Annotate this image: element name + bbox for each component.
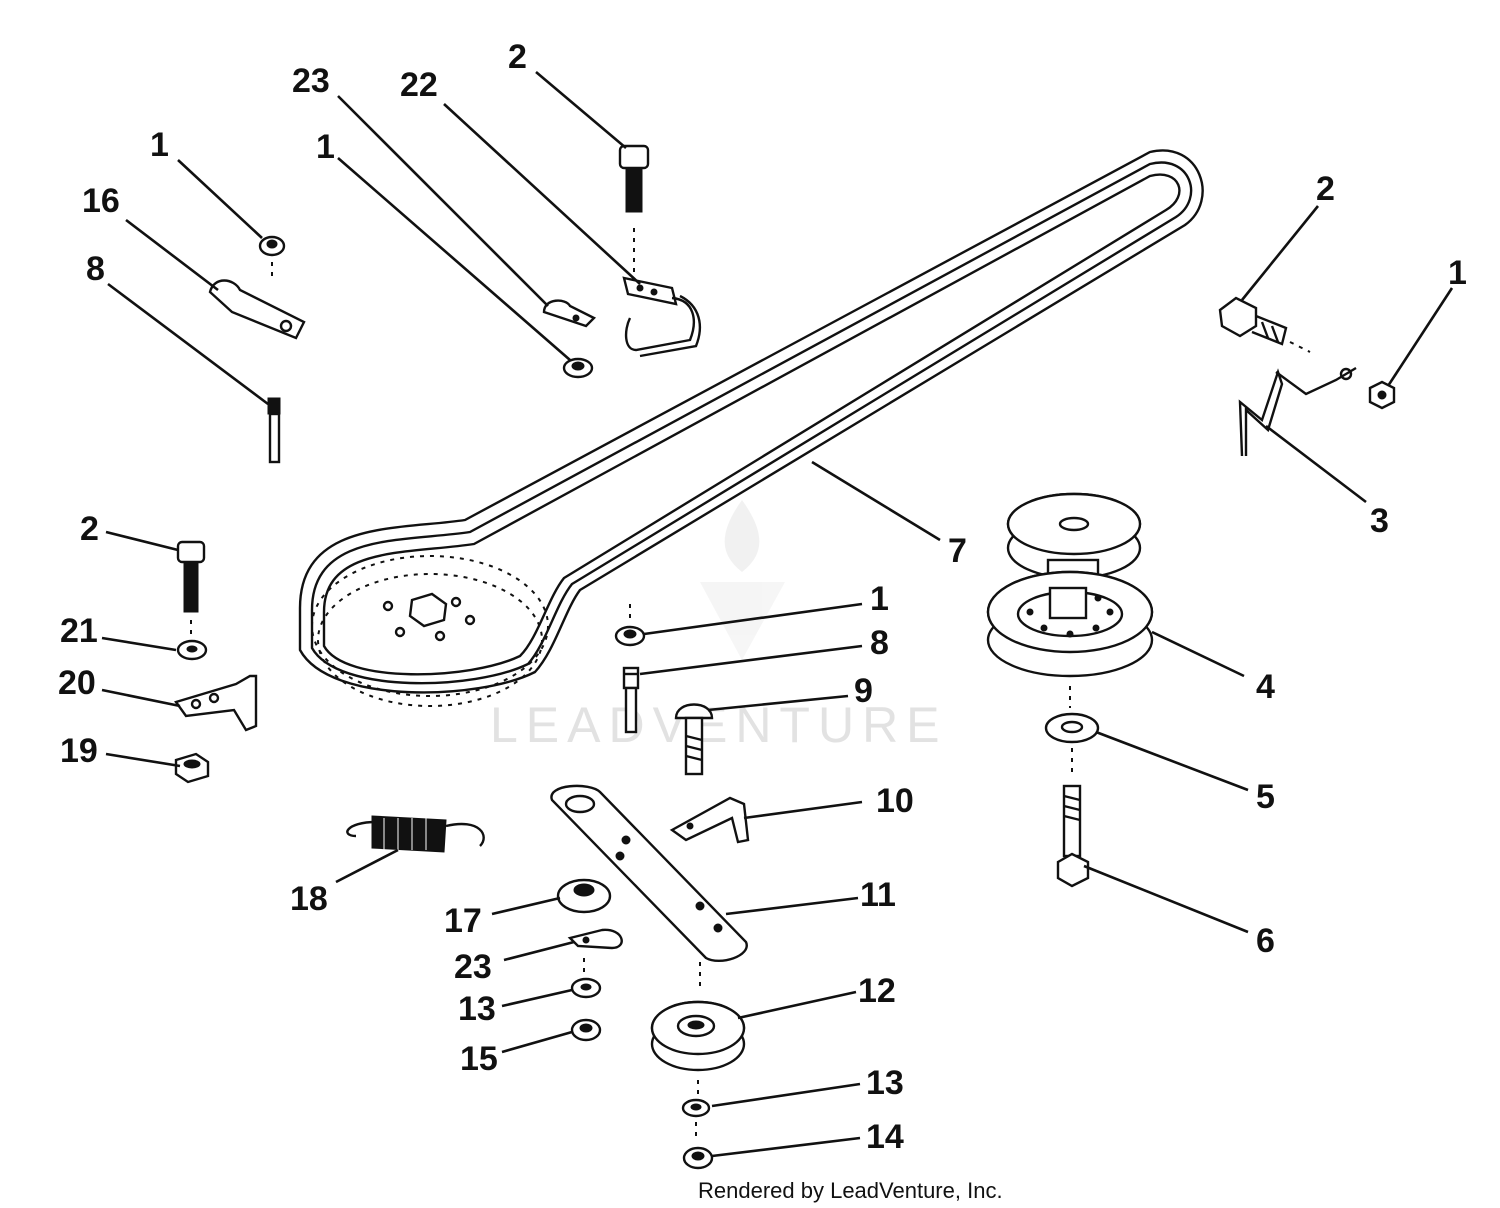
callout-1-middle: 1 xyxy=(870,580,889,618)
callout-15: 15 xyxy=(460,1040,498,1078)
watermark: LEADVENTURE xyxy=(490,500,948,753)
clip-lower xyxy=(567,928,623,972)
callout-14: 14 xyxy=(866,1118,904,1156)
nut-right xyxy=(1368,380,1396,410)
callout-20: 20 xyxy=(58,664,96,702)
callout-2-top: 2 xyxy=(508,38,527,76)
spacer-17 xyxy=(556,878,612,914)
washer-13-upper xyxy=(570,977,602,999)
callout-21: 21 xyxy=(60,612,98,650)
nut-top-left xyxy=(258,235,286,278)
bolt-right xyxy=(1218,296,1311,353)
nut-upper-middle xyxy=(562,357,594,379)
washer-5 xyxy=(1044,712,1100,774)
clip-top xyxy=(542,299,597,328)
callout-13-lower: 13 xyxy=(866,1064,904,1102)
nut-14 xyxy=(682,1146,714,1170)
callout-6: 6 xyxy=(1256,922,1275,960)
callout-13-upper: 13 xyxy=(458,990,496,1028)
control-rod xyxy=(1238,366,1357,457)
callout-3: 3 xyxy=(1370,502,1389,540)
callout-8-middle: 8 xyxy=(870,624,889,662)
carriage-bolt xyxy=(674,703,714,776)
callout-4: 4 xyxy=(1256,668,1275,706)
callout-2-right: 2 xyxy=(1316,170,1335,208)
drive-belt xyxy=(298,149,1204,707)
bolt-top xyxy=(618,144,650,276)
idler-arm xyxy=(550,784,748,990)
shoulder-bolt-left xyxy=(267,397,281,464)
callout-9: 9 xyxy=(854,672,873,710)
tension-spring xyxy=(346,815,485,853)
callout-12: 12 xyxy=(858,972,896,1010)
callout-18: 18 xyxy=(290,880,328,918)
idler-pulley xyxy=(650,1000,746,1096)
callout-10: 10 xyxy=(876,782,914,820)
bracket-16 xyxy=(208,279,306,340)
callout-17: 17 xyxy=(444,902,482,940)
bracket-10 xyxy=(669,796,750,844)
washer-21 xyxy=(176,639,208,661)
watermark-text: LEADVENTURE xyxy=(490,697,948,753)
callout-1-top-left: 1 xyxy=(150,126,169,164)
nut-middle xyxy=(614,604,646,647)
bolt-left xyxy=(176,540,206,638)
callout-labels: 2 23 22 1 1 16 8 2 1 3 7 2 21 20 19 1 8 … xyxy=(58,38,1467,1156)
double-pulley xyxy=(986,492,1154,708)
callout-23-top: 23 xyxy=(292,62,330,100)
render-credit: Rendered by LeadVenture, Inc. xyxy=(698,1178,1003,1203)
callout-1-upper-middle: 1 xyxy=(316,128,335,166)
washer-13-lower xyxy=(681,1098,711,1142)
callout-23-lower: 23 xyxy=(454,948,492,986)
callout-1-right: 1 xyxy=(1448,254,1467,292)
callout-11: 11 xyxy=(860,876,896,914)
callout-22: 22 xyxy=(400,66,438,104)
shoulder-bolt-middle xyxy=(622,666,640,734)
callout-19: 19 xyxy=(60,732,98,770)
leader-lines xyxy=(101,71,1454,1158)
belt-guard-bracket xyxy=(622,276,702,358)
nut-19 xyxy=(174,752,210,784)
bolt-6 xyxy=(1056,784,1090,888)
callout-5: 5 xyxy=(1256,778,1275,816)
bracket-20 xyxy=(174,674,258,732)
nut-15 xyxy=(570,1018,602,1042)
leadventure-flame-logo xyxy=(700,500,785,660)
callout-16: 16 xyxy=(82,182,120,220)
callout-8-left: 8 xyxy=(86,250,105,288)
callout-2-left: 2 xyxy=(80,510,99,548)
callout-7: 7 xyxy=(948,532,967,570)
